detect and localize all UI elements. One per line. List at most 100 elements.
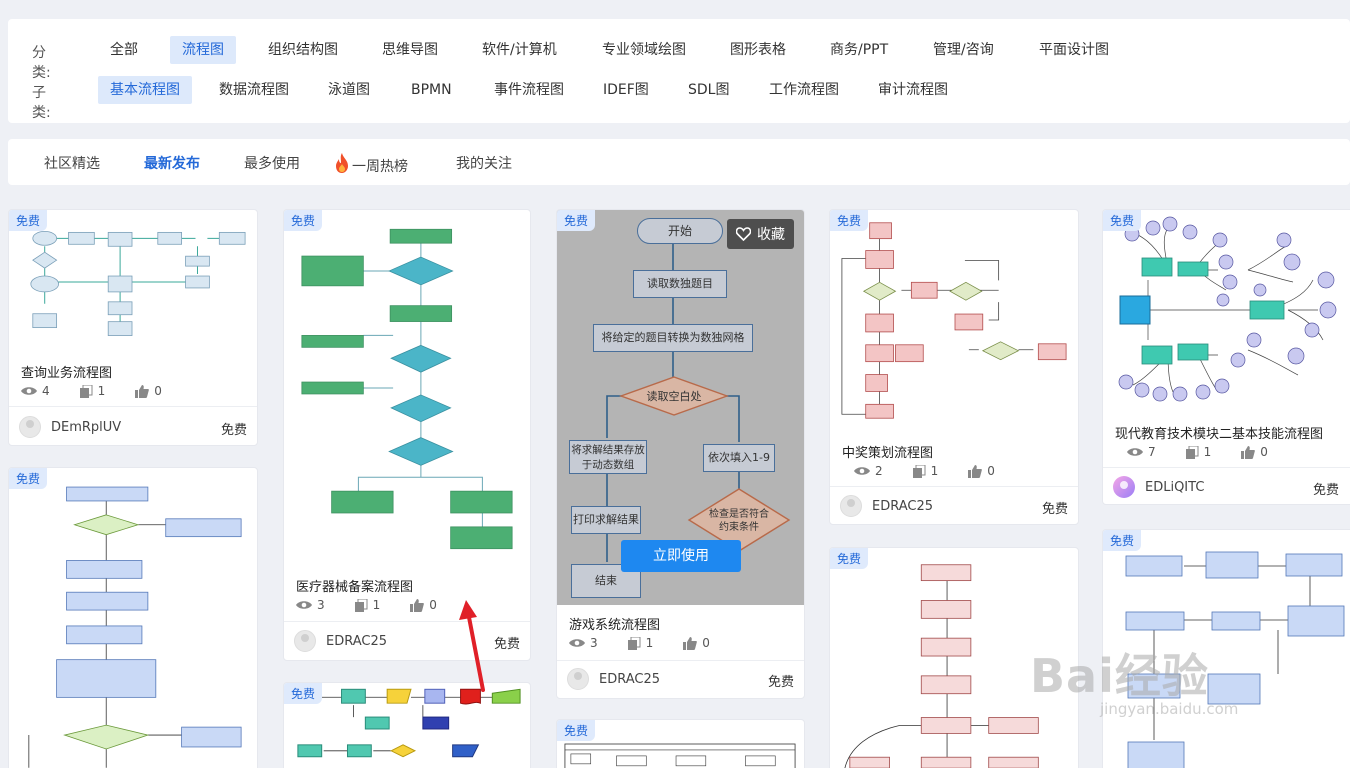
eye-icon [569,639,585,647]
subcategory-label: 子类: [32,85,51,121]
price-label: 免费 [1312,483,1339,498]
price-label: 免费 [493,637,520,652]
category-mind-map[interactable]: 思维导图 [382,42,438,58]
flowchart-thumbnail [1125,551,1345,768]
template-card[interactable]: 免费 [283,682,531,768]
free-badge: 免费 [9,210,48,231]
card-author[interactable]: EDRAC25 [840,495,933,517]
red-arrow-annotation [459,600,485,692]
fill-node: 依次填入1-9 [703,444,775,472]
free-badge: 免费 [830,548,869,569]
category-management[interactable]: 管理/咨询 [933,42,994,58]
category-graphic-design[interactable]: 平面设计图 [1039,42,1109,58]
avatar [294,630,316,652]
heart-icon [736,227,751,241]
subcategory-bpmn[interactable]: BPMN [411,82,452,98]
card-title[interactable]: 游戏系统流程图 [569,618,661,633]
category-all[interactable]: 全部 [110,42,138,58]
card-title[interactable]: 医疗器械备案流程图 [296,580,414,595]
game-flowchart-preview: 开始 读取数独题目 将给定的题目转换为数独网格 读取空白处 将求解结果存放于动态… [557,210,804,605]
flowchart-thumbnail [30,230,246,336]
subcategory-event-flowchart[interactable]: 事件流程图 [494,82,564,98]
template-card[interactable]: 免费 [1102,529,1350,768]
card-author[interactable]: DEmRplUV [19,416,121,438]
free-badge: 免费 [9,468,48,489]
view-count: 3 [296,598,325,612]
template-card[interactable]: 免费 中奖策划流程图 2 1 0 EDRAC25 免费 [829,209,1079,525]
copy-count: 1 [354,598,380,612]
template-card[interactable]: 免费 收藏 开始 读取数独题目 将给定的题目转换为数独网格 读取空白处 将求解结… [556,209,805,699]
copy-icon [354,598,368,612]
like-count: 0 [410,598,437,612]
card-stats: 4 1 0 [21,384,162,398]
flowchart-thumbnail [28,486,242,768]
print-node: 打印求解结果 [571,506,641,534]
category-business-ppt[interactable]: 商务/PPT [830,42,889,58]
card-title[interactable]: 查询业务流程图 [21,366,113,381]
card-divider [9,406,257,407]
flowchart-thumbnail [301,228,513,550]
card-author[interactable]: EDRAC25 [567,668,660,690]
card-title[interactable]: 中奖策划流程图 [842,446,934,461]
free-badge: 免费 [284,683,323,704]
card-author[interactable]: EDRAC25 [294,630,387,652]
copy-count: 1 [627,636,653,650]
subcategory-basic-flowchart[interactable]: 基本流程图 [98,76,192,104]
tab-community-picks[interactable]: 社区精选 [44,156,100,172]
copy-count: 1 [79,384,105,398]
category-professional[interactable]: 专业领域绘图 [602,42,686,58]
card-divider [284,621,530,622]
category-flowchart[interactable]: 流程图 [170,36,236,64]
tab-most-used[interactable]: 最多使用 [244,156,300,172]
read-node: 读取数独题目 [633,270,727,298]
card-divider [1103,467,1350,468]
use-now-button[interactable]: 立即使用 [621,540,741,572]
subcategory-swimlane[interactable]: 泳道图 [328,82,370,98]
card-stats: 3 1 0 [296,598,437,612]
tab-my-follows[interactable]: 我的关注 [456,156,512,172]
flowchart-thumbnail [841,222,1067,419]
template-card[interactable]: 免费 查询业务流程图 4 1 0 DEmRplUV 免费 [8,209,258,446]
subcategory-idef[interactable]: IDEF图 [603,82,649,98]
category-graphic-table[interactable]: 图形表格 [730,42,786,58]
eye-icon [1127,448,1143,456]
tab-latest[interactable]: 最新发布 [144,156,200,172]
flowchart-thumbnail [844,564,1039,768]
view-count: 3 [569,636,598,650]
tab-weekly-hot[interactable]: 一周热榜 [334,153,408,176]
flowchart-thumbnail [564,732,796,768]
subcategory-sdl[interactable]: SDL图 [688,82,730,98]
free-badge: 免费 [284,210,323,231]
subcategory-audit[interactable]: 审计流程图 [878,82,948,98]
template-card[interactable]: 免费 [556,719,805,768]
card-stats: 3 1 0 [569,636,710,650]
subcategory-workflow[interactable]: 工作流程图 [769,82,839,98]
filter-panel: 分类: 全部 流程图 组织结构图 思维导图 软件/计算机 专业领域绘图 图形表格… [8,19,1350,123]
card-title[interactable]: 现代教育技术模块二基本技能流程图 [1115,427,1324,442]
watermark-url: jingyan.baidu.com [1100,700,1239,718]
store-node: 将求解结果存放于动态数组 [569,440,647,474]
template-card[interactable]: 免费 医疗器械备案流程图 3 1 0 EDRAC25 免费 [283,209,531,661]
subcategory-data-flowchart[interactable]: 数据流程图 [219,82,289,98]
read-blank-label: 读取空白处 [646,390,702,403]
copy-icon [79,384,93,398]
price-label: 免费 [767,675,794,690]
watermark-brand: Bai经验 [1030,649,1209,703]
card-author[interactable]: EDLiQITC [1113,476,1204,498]
template-card[interactable]: 免费 [829,547,1079,768]
price-label: 免费 [1041,502,1068,517]
category-label: 分类: [32,45,51,81]
avatar [19,416,41,438]
tab-weekly-hot-label: 一周热榜 [352,159,408,175]
thumbs-up-icon [410,598,425,612]
category-org-chart[interactable]: 组织结构图 [268,42,338,58]
category-software[interactable]: 软件/计算机 [482,42,557,58]
template-card[interactable]: 免费 现代教育技术模块二基本技能流程图 7 1 0 EDLiQIT [1102,209,1350,505]
template-card[interactable]: 免费 [8,467,258,768]
flowchart-thumbnail [297,688,521,758]
card-divider [557,660,804,661]
like-count: 0 [968,464,995,478]
like-count: 0 [135,384,162,398]
favorite-button[interactable]: 收藏 [727,219,794,249]
card-stats: 2 1 0 [854,464,995,478]
